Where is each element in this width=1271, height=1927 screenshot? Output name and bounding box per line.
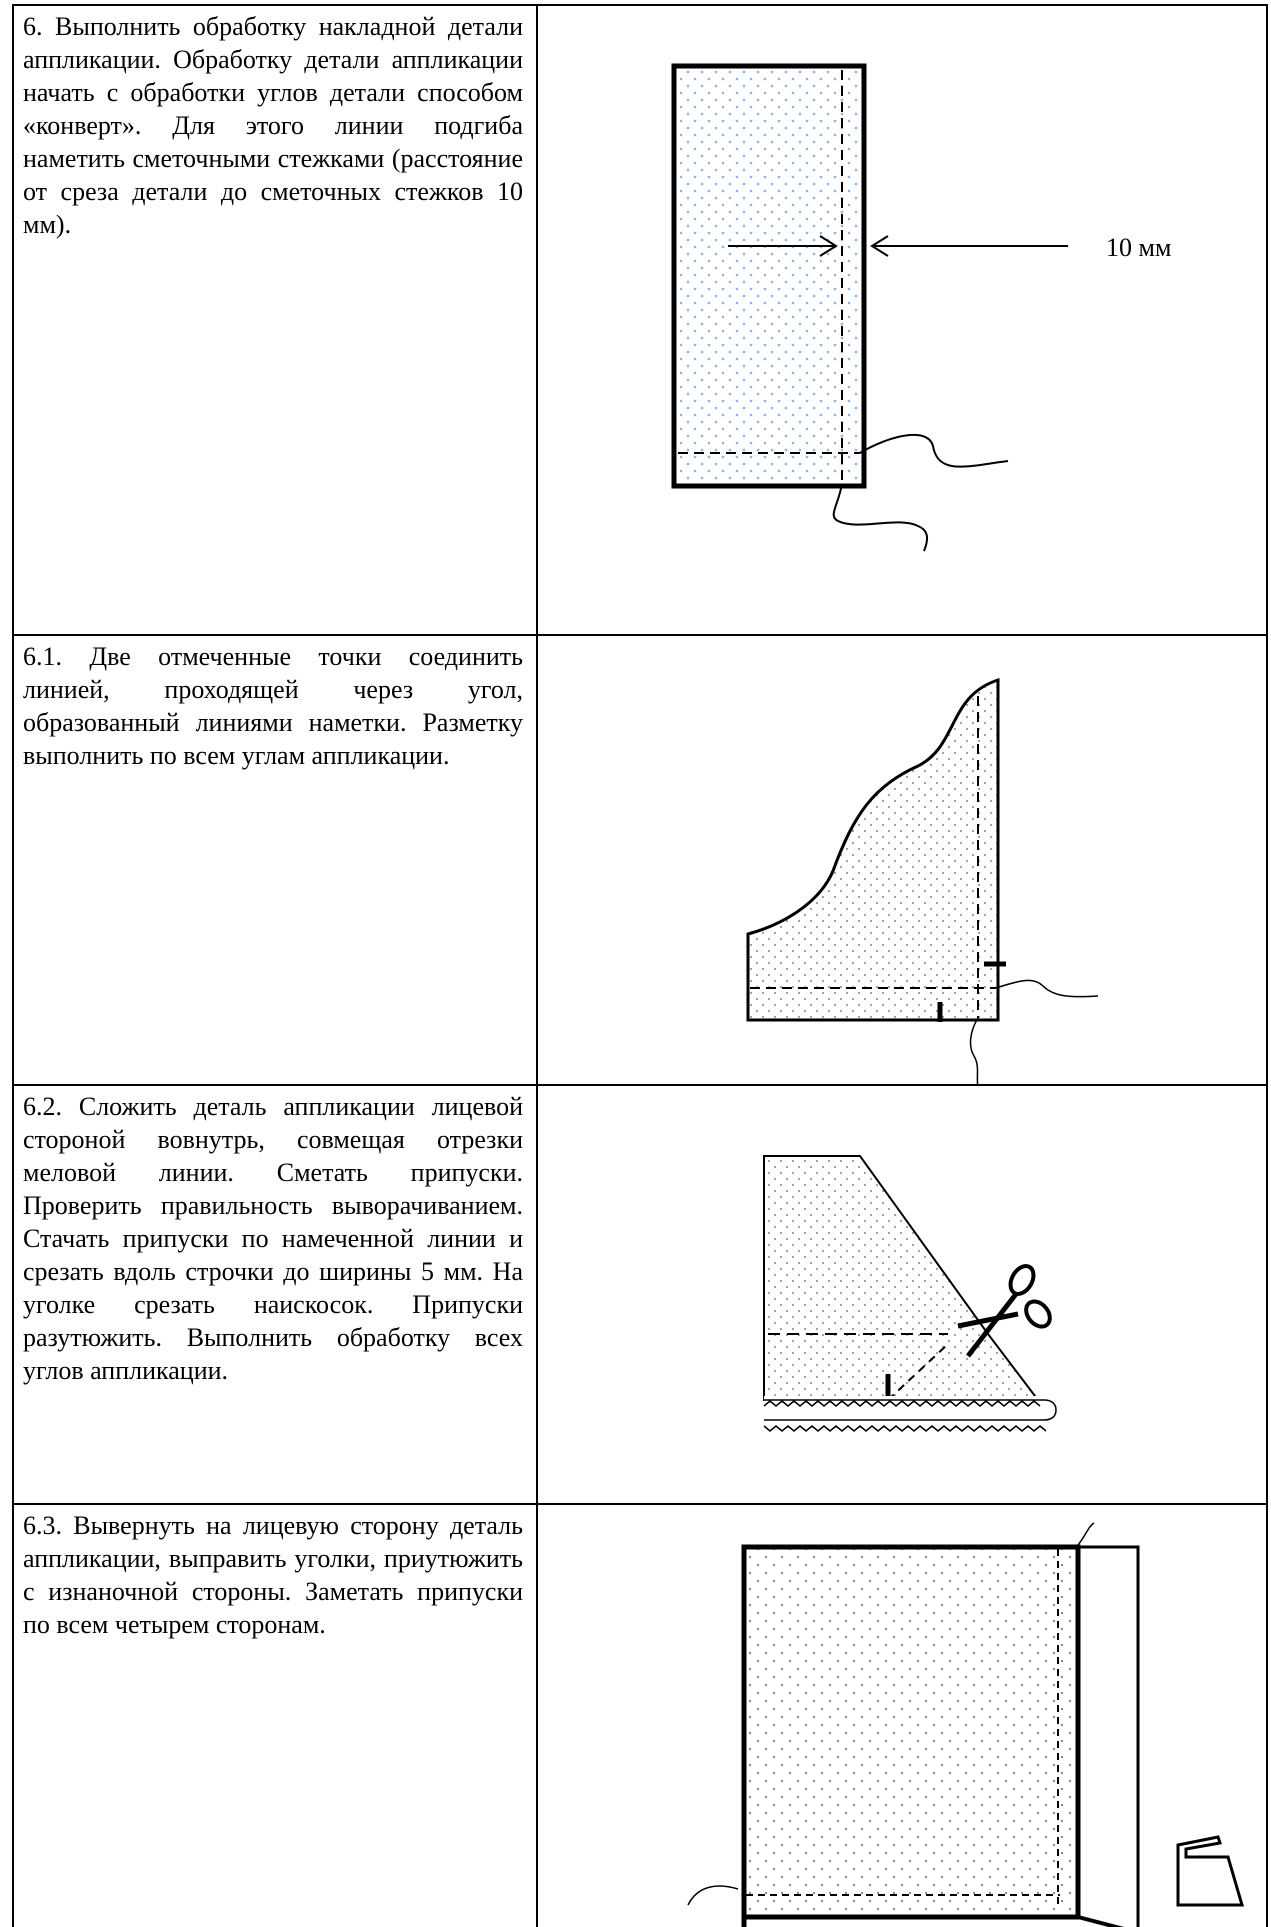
thread [1077, 1522, 1095, 1546]
measurement-label: 10 мм [1106, 233, 1171, 262]
thread [687, 1885, 739, 1906]
table-row: 6.1. Две отмеченные точки соединить лини… [12, 634, 1268, 1086]
thread [969, 1017, 979, 1084]
figure-cell [536, 1084, 1268, 1505]
thread [832, 483, 929, 552]
figure-step-6-3 [687, 1522, 1244, 1927]
turned-applique [741, 1544, 1081, 1920]
iron-icon [1176, 1835, 1244, 1907]
folded-piece [763, 1155, 1041, 1401]
text-cell: 6.2. Сложить деталь аппликации лицевой с… [12, 1084, 536, 1505]
step-6-3-text: 6.3. Вывернуть на лицевую сторону деталь… [23, 1511, 523, 1639]
table-row: 6.3. Вывернуть на лицевую сторону деталь… [12, 1503, 1268, 1927]
step-6-1-text: 6.1. Две отмеченные точки соединить лини… [23, 642, 523, 770]
text-cell: 6.3. Вывернуть на лицевую сторону деталь… [12, 1503, 536, 1927]
figure-cell [536, 1503, 1268, 1927]
step-6-2-text: 6.2. Сложить деталь аппликации лицевой с… [23, 1092, 523, 1385]
table-row: 6. Выполнить обработку накладной детали … [12, 4, 1268, 636]
seam-allowance [1078, 1545, 1140, 1927]
table-row: 6.2. Сложить деталь аппликации лицевой с… [12, 1084, 1268, 1505]
applique-corner [746, 677, 1000, 1022]
thread [995, 979, 1099, 998]
zigzag-edge [763, 1425, 1047, 1432]
text-cell: 6.1. Две отмеченные точки соединить лини… [12, 634, 536, 1086]
zigzag-edge [763, 1400, 1041, 1407]
thread [859, 433, 1009, 468]
figure-cell: 10 мм [536, 4, 1268, 636]
fabric-piece [671, 63, 867, 489]
figure-step-6: 10 мм [671, 63, 1171, 552]
seam-allowance [764, 1399, 1057, 1421]
scissors-icon [957, 1264, 1052, 1358]
figure-step-6-2 [763, 1155, 1057, 1432]
step-6-text: 6. Выполнить обработку накладной детали … [23, 12, 523, 239]
figure-step-6-1 [746, 677, 1099, 1084]
instruction-table: 6. Выполнить обработку накладной детали … [12, 4, 1268, 1927]
text-cell: 6. Выполнить обработку накладной детали … [12, 4, 536, 636]
figure-cell [536, 634, 1268, 1086]
